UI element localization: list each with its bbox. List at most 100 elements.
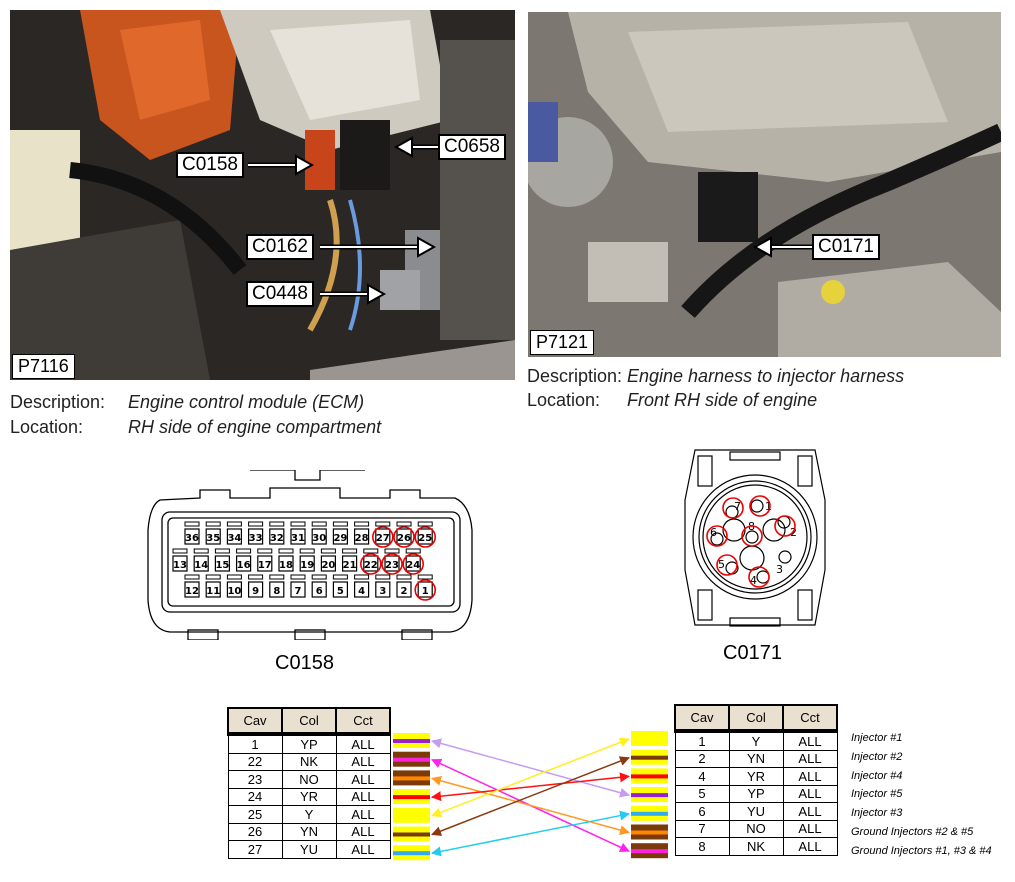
wire-link-arrow [431, 756, 630, 836]
c0158-pin-number: 9 [252, 586, 259, 597]
injector-function-label: Ground Injectors #1, #3 & #4 [851, 844, 992, 857]
c0158-pin-highlight [381, 553, 403, 575]
c0158-pin-number: 33 [249, 533, 263, 544]
callout-c0162: C0162 [246, 234, 314, 260]
pin-latch [257, 548, 273, 554]
wire-swatch-right-stripe [631, 830, 668, 835]
c0158-pin-8 [269, 581, 285, 598]
pin-latch [405, 548, 421, 554]
wire-swatch-left-stripe [393, 851, 430, 856]
c0171-pin-3: 3 [776, 563, 783, 576]
c0158-pin-number: 1 [422, 586, 429, 597]
c0158-pin-27 [375, 528, 391, 545]
pin-latch [290, 521, 306, 527]
column-header: Cav [227, 707, 283, 736]
callout-c0171: C0171 [812, 234, 880, 260]
c0158-pin-number: 28 [355, 533, 369, 544]
connector-c0171-label: C0171 [723, 642, 782, 664]
c0158-pin-number: 11 [206, 586, 220, 597]
pin-latch [184, 574, 200, 580]
c0158-pin-number: 32 [270, 533, 284, 544]
pin-latch [290, 574, 306, 580]
pin-latch [184, 521, 200, 527]
wire-swatch-right [631, 824, 668, 840]
callout-c0448: C0448 [246, 281, 314, 307]
c0158-pin-2 [396, 581, 412, 598]
c0158-pin-number: 29 [333, 533, 347, 544]
c0158-pin-number: 31 [291, 533, 305, 544]
table-cell: YP [281, 733, 337, 754]
wire-link-arrow [431, 775, 630, 835]
column-header: Cav [674, 704, 730, 733]
c0158-pin-number: 3 [379, 586, 386, 597]
table-cell: 4 [674, 767, 730, 786]
c0158-pin-28 [354, 528, 370, 545]
c0158-pin-17 [257, 555, 273, 572]
c0158-pin-number: 5 [337, 586, 344, 597]
c0158-pin-highlight [360, 553, 382, 575]
wire-swatch-left-stripe [393, 757, 430, 762]
table-cell: 8 [674, 837, 730, 856]
photo-ecm: C0158 C0658 C0162 C0448 P7116 [10, 10, 515, 380]
table-cell: ALL [335, 787, 391, 806]
pin-latch [214, 548, 230, 554]
table-cell: NO [281, 770, 337, 789]
table-cell: YR [281, 787, 337, 806]
table-cell: ALL [782, 730, 838, 751]
wire-swatch-left-stripe [393, 832, 430, 837]
pin-latch [226, 574, 242, 580]
c0171-pin-7: 7 [734, 500, 741, 513]
table-cell: YP [728, 784, 784, 803]
table-cell: 22 [227, 752, 283, 771]
c0158-pin-29 [332, 528, 348, 545]
wire-swatch-right-stripe [631, 774, 668, 779]
c0171-pin-6: 6 [710, 526, 717, 539]
pin-latch [417, 574, 433, 580]
callout-c0158: C0158 [176, 152, 244, 178]
c0158-pin-number: 25 [418, 533, 432, 544]
wire-swatch-right [631, 731, 668, 746]
c0158-pin-highlight [402, 553, 425, 575]
table-cell: 6 [674, 802, 730, 821]
table-cell: 1 [227, 733, 283, 754]
table-cell: ALL [782, 802, 838, 821]
c0171-pin-5: 5 [718, 558, 725, 571]
c0158-pin-35 [205, 528, 221, 545]
callout-c0658: C0658 [438, 134, 506, 160]
c0158-pin-number: 7 [295, 586, 302, 597]
c0158-pin-15 [214, 555, 231, 572]
c0158-pin-number: 30 [312, 533, 326, 544]
c0158-pin-14 [193, 555, 209, 572]
pin-latch [248, 521, 264, 527]
pin-latch [363, 548, 379, 554]
c0158-pin-11 [205, 581, 221, 598]
table-cell: ALL [335, 840, 391, 859]
table-cell: 2 [674, 749, 730, 768]
c0158-pin-number: 23 [385, 560, 399, 571]
table-cell: 24 [227, 787, 283, 806]
table-cell: 1 [674, 730, 730, 751]
c0158-pin-5 [332, 581, 348, 598]
c0158-pin-number: 8 [273, 586, 280, 597]
callout-arrows [248, 136, 438, 305]
wire-swatch-right [631, 805, 668, 821]
pin-latch [269, 521, 285, 527]
pin-latch [311, 521, 327, 527]
pin-latch [354, 574, 370, 580]
wire-swatch-left [393, 770, 430, 786]
table-cell: Y [281, 805, 337, 824]
c0158-pin-number: 15 [215, 560, 229, 571]
table-cell: ALL [782, 784, 838, 803]
pin-latch [417, 521, 433, 527]
c0158-pin-9 [247, 581, 264, 598]
wire-swatch-left [393, 751, 430, 767]
